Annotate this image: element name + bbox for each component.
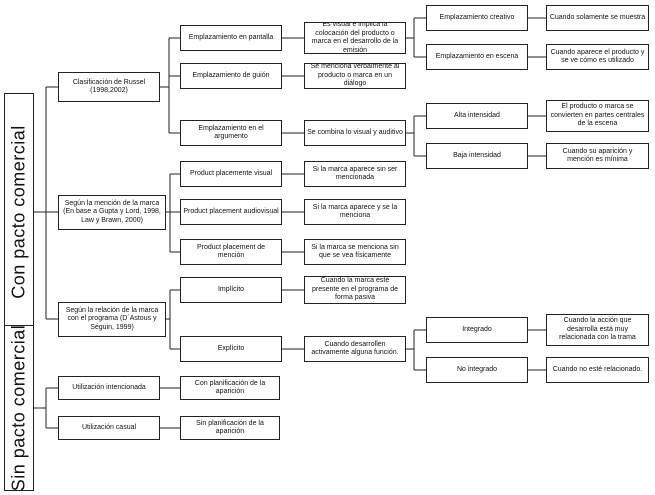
section-con-pacto-label: Con pacto comercial (8, 125, 29, 299)
node-pantalla: Emplazamiento en pantalla (180, 25, 282, 51)
node-visual: Product placemente visual (180, 161, 282, 187)
node-implicito: Implícito (180, 277, 282, 303)
node-guion-desc: Se menciona verbalmente al producto o ma… (304, 63, 406, 89)
node-creativo: Emplazamiento creativo (426, 5, 528, 31)
node-implicito-desc: Cuando la marca esté presente en el prog… (304, 276, 406, 304)
node-argumento-desc: Se combina lo visual y auditivo (304, 120, 406, 146)
node-intencionada-desc: Con planificación de la aparición (180, 376, 280, 400)
node-alta-desc: El producto o marca se convierten en par… (546, 100, 649, 132)
node-baja-desc: Cuando su aparición y mención es mínima (546, 143, 649, 169)
node-casual: Utilización casual (58, 416, 160, 440)
section-sin-pacto: Sin pacto comercial (4, 325, 34, 491)
node-no-integrado: No integrado (426, 357, 528, 383)
node-no-integrado-desc: Cuando no esté relacionado. (546, 357, 649, 383)
node-argumento: Emplazamiento en el argumento (180, 120, 282, 146)
node-integrado: Integrado (426, 317, 528, 343)
section-con-pacto: Con pacto comercial (4, 93, 34, 331)
node-baja: Baja intensidad (426, 143, 528, 169)
node-gupta: Según la mención de la marca (En base a … (58, 195, 166, 230)
node-creativo-desc: Cuando solamente se muestra (546, 5, 649, 31)
node-mencion-desc: Si la marca se menciona sin que se vea f… (304, 239, 406, 265)
node-pantalla-desc: Es visual e implica la colocación del pr… (304, 22, 406, 54)
node-russel: Clasificación de Russel (1998,2002) (58, 72, 160, 102)
node-audiovisual: Product placement audiovisual (180, 199, 282, 225)
node-integrado-desc: Cuando la acción que desarrolla está muy… (546, 314, 649, 346)
node-mencion: Product placement de mención (180, 239, 282, 265)
node-guion: Emplazamiento de guión (180, 63, 282, 89)
node-escena-desc: Cuando aparece el producto y se ve cómo … (546, 44, 649, 70)
node-audiovisual-desc: Si la marca aparece y se la menciona (304, 199, 406, 225)
node-explicito: Explícito (180, 336, 282, 362)
node-visual-desc: Si la marca aparece sin ser mencionada (304, 161, 406, 187)
section-sin-pacto-label: Sin pacto comercial (8, 324, 29, 492)
node-intencionada: Utilización intencionada (58, 376, 160, 400)
node-escena: Emplazamiento en escena (426, 44, 528, 70)
node-explicito-desc: Cuando desarrollen activamente alguna fu… (304, 336, 406, 362)
node-casual-desc: Sin planificación de la aparición (180, 416, 280, 440)
node-relacion: Según la relación de la marca con el pro… (58, 302, 166, 337)
node-alta: Alta intensidad (426, 103, 528, 129)
